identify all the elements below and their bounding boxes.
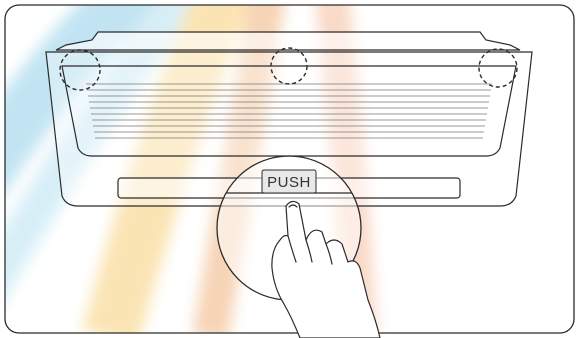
hand-outline	[271, 200, 381, 338]
fingernail	[288, 204, 298, 208]
airflow-band-blue-inner	[5, 5, 215, 333]
unit-top-lid	[55, 31, 521, 51]
finger-crease-1	[305, 239, 313, 263]
latch-circle-right	[478, 48, 518, 88]
latch-indicators	[59, 47, 518, 91]
push-tab: PUSH	[261, 169, 317, 194]
finger-crease-3	[287, 235, 297, 263]
airflow-band-yellow	[82, 5, 257, 333]
push-label: PUSH	[267, 174, 311, 191]
latch-circle-left	[59, 49, 101, 91]
frame-border	[4, 4, 575, 334]
unit-outer-body	[45, 51, 533, 207]
louver-lines	[86, 83, 492, 139]
finger-crease-2	[325, 243, 333, 265]
pressing-hand	[271, 200, 381, 338]
air-conditioner-unit	[45, 31, 533, 207]
airflow-band-orange	[192, 5, 288, 333]
unit-front-panel	[61, 65, 517, 157]
latch-circle-center	[270, 47, 308, 85]
